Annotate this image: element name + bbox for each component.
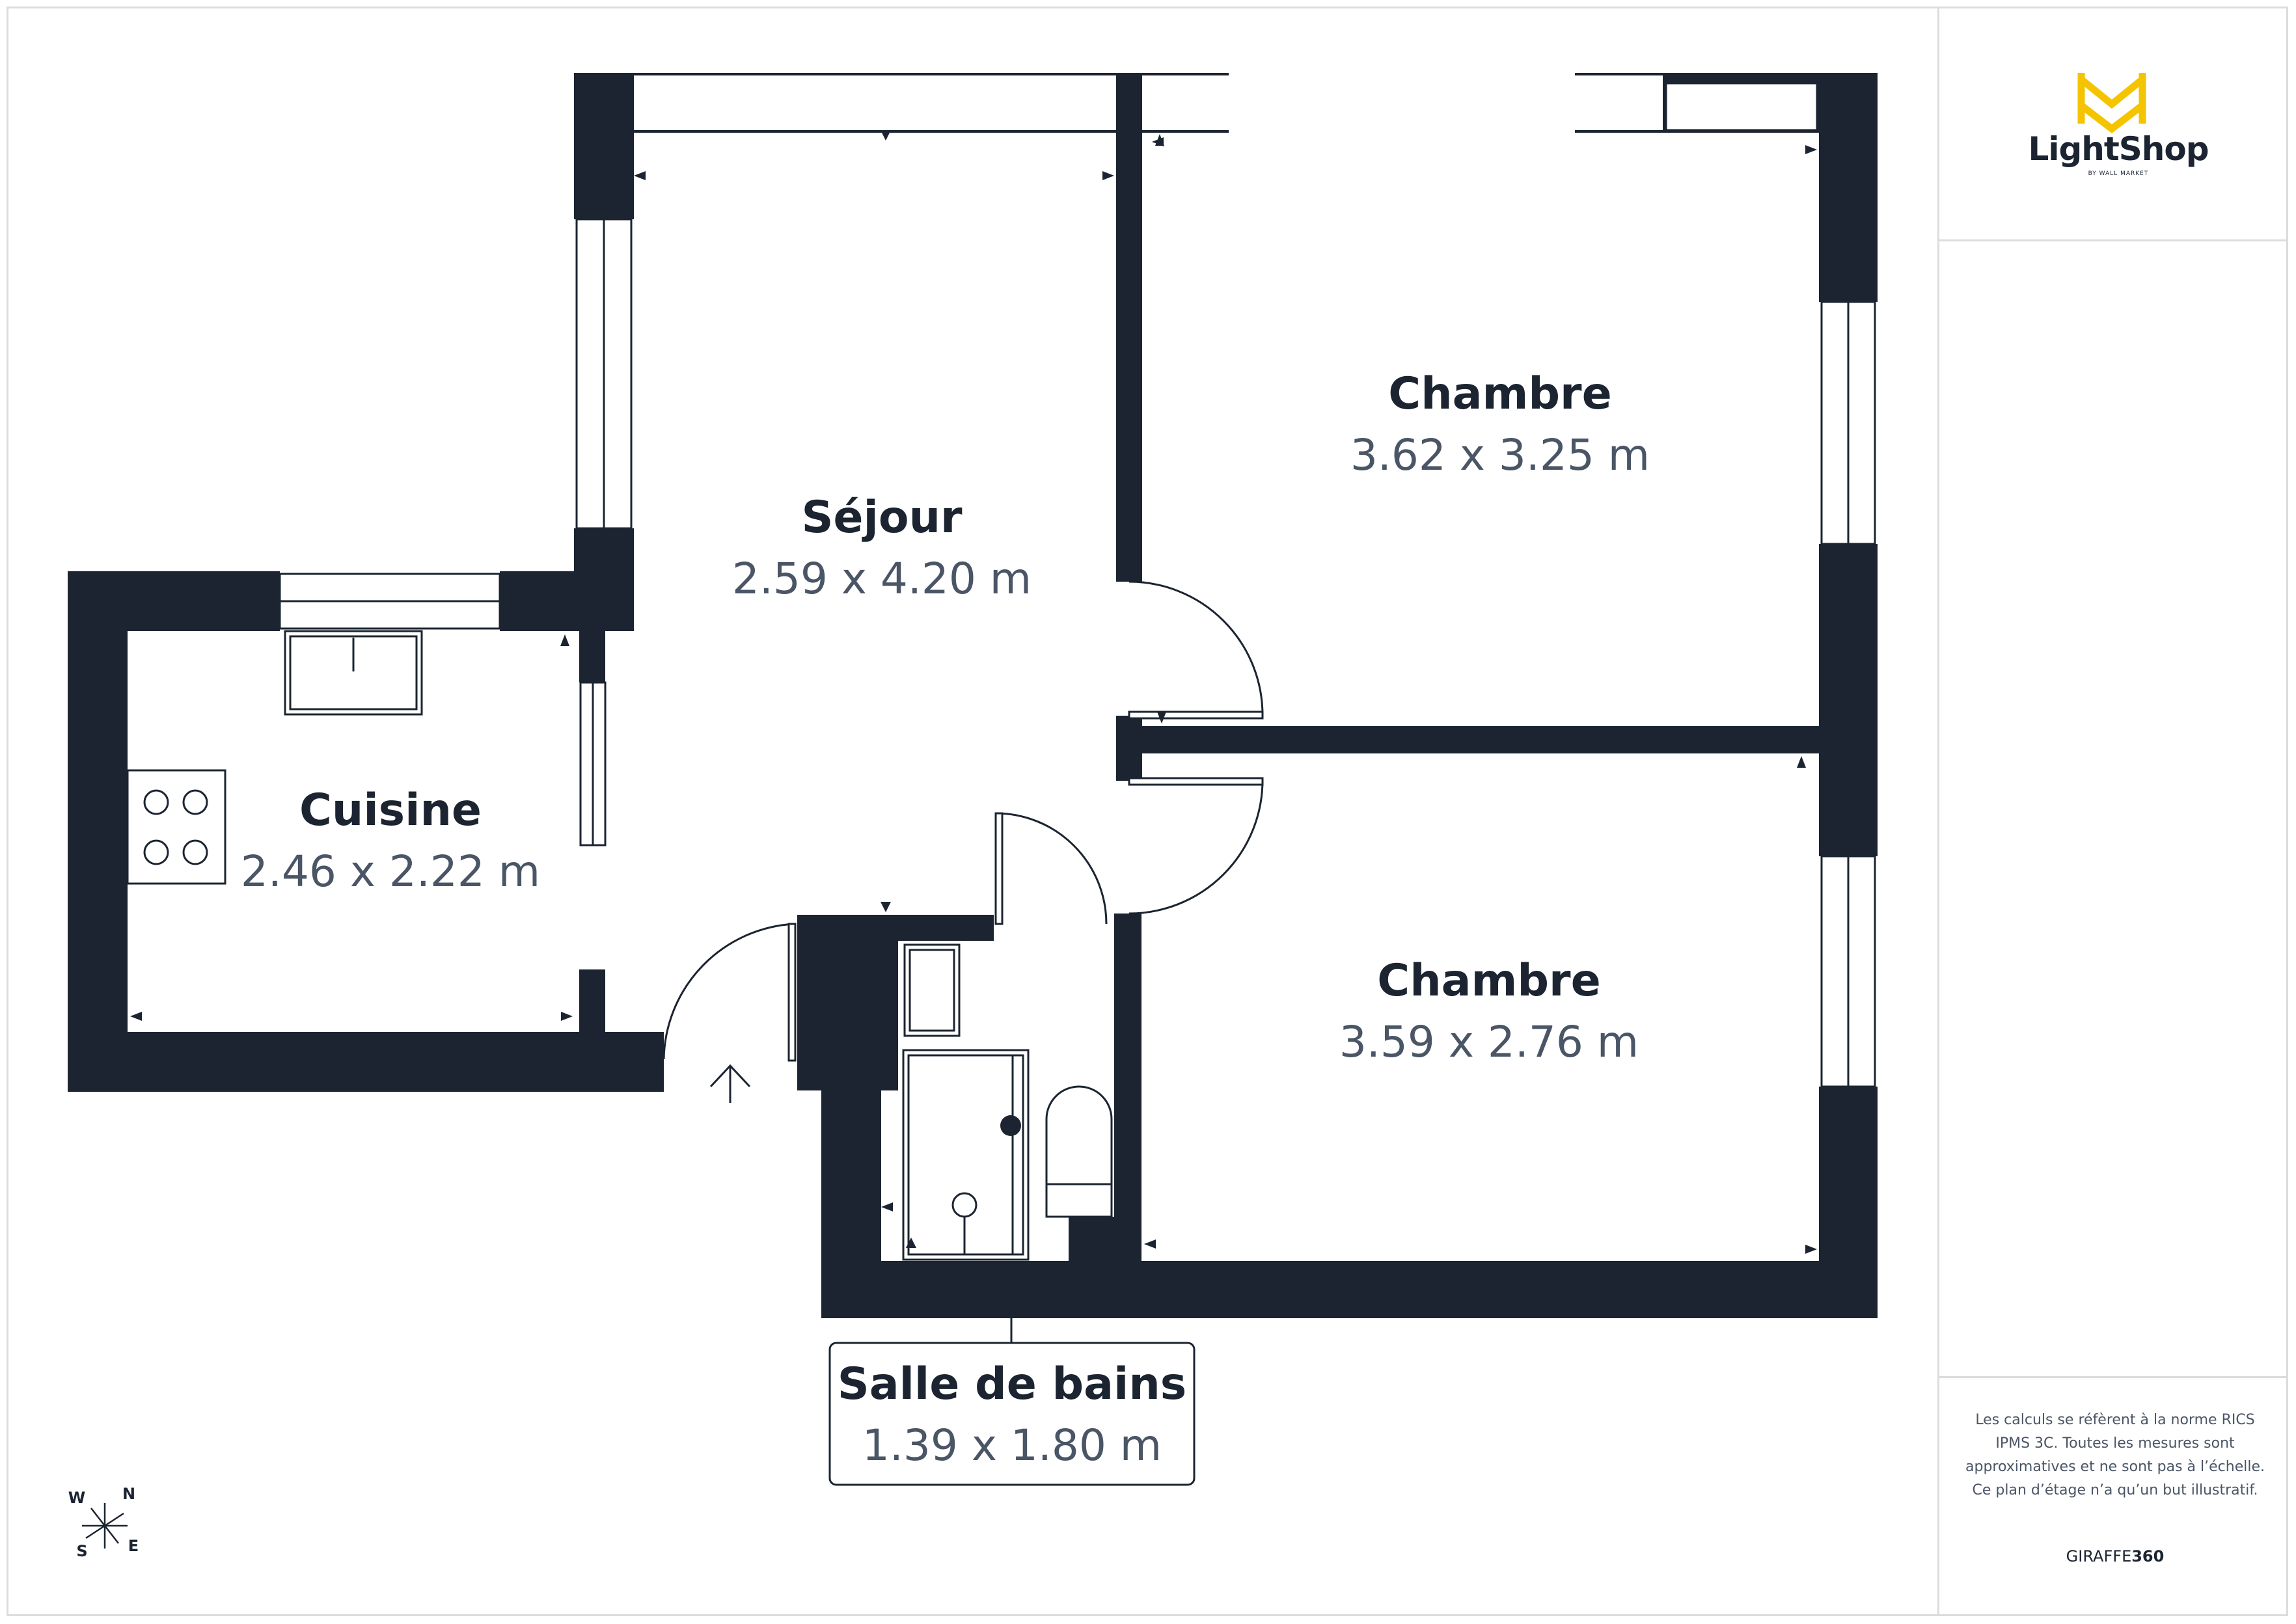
lightshop-logo-icon	[2077, 73, 2146, 133]
sidebar-divider	[1937, 7, 1939, 1616]
walls	[68, 73, 1878, 1318]
cooktop	[126, 769, 226, 885]
logo-name: LightShop	[2028, 130, 2209, 168]
brand-suffix: 360	[2131, 1547, 2165, 1565]
room-name-chambre-2: Chambre	[1377, 955, 1600, 1007]
entrance-arrow-icon	[709, 1064, 751, 1103]
sidebar-separator-top	[1937, 239, 2288, 241]
room-dim-chambre-1: 3.62 x 3.25 m	[1350, 430, 1650, 480]
shower	[902, 1049, 1030, 1261]
compass-n: N	[122, 1485, 135, 1503]
room-dim-salle-de-bains: 1.39 x 1.80 m	[862, 1420, 1162, 1470]
fixtures	[126, 630, 1135, 1261]
compass-w: W	[68, 1489, 85, 1507]
room-name-cuisine: Cuisine	[299, 785, 482, 836]
sidebar-separator-bottom	[1937, 1376, 2288, 1378]
brand-prefix: GIRAFFE	[2066, 1547, 2132, 1565]
room-name-chambre-1: Chambre	[1388, 368, 1611, 420]
bathroom-sink	[903, 943, 961, 1037]
compass-e: E	[128, 1537, 139, 1555]
doors	[663, 580, 1264, 1062]
room-name-sejour: Séjour	[801, 492, 963, 543]
kitchen-sink	[284, 630, 423, 716]
brand-label: GIRAFFE360	[1965, 1547, 2265, 1565]
page-frame	[7, 7, 2288, 1616]
room-dim-cuisine: 2.46 x 2.22 m	[241, 846, 540, 897]
toilet	[1045, 1085, 1113, 1218]
measure-marks	[130, 130, 1817, 1254]
room-dim-chambre-2: 3.59 x 2.76 m	[1339, 1017, 1639, 1067]
logo-subtitle: BY WALL MARKET	[2088, 170, 2149, 177]
room-name-salle-de-bains: Salle de bains	[838, 1359, 1187, 1410]
bathroom-label-box	[828, 1342, 1196, 1486]
compass-s: S	[76, 1542, 87, 1560]
disclaimer-text: Les calculs se réfèrent à la norme RICS …	[1965, 1412, 2265, 1498]
room-dim-sejour: 2.59 x 4.20 m	[732, 554, 1032, 604]
compass-icon: W N S E	[68, 1485, 139, 1560]
